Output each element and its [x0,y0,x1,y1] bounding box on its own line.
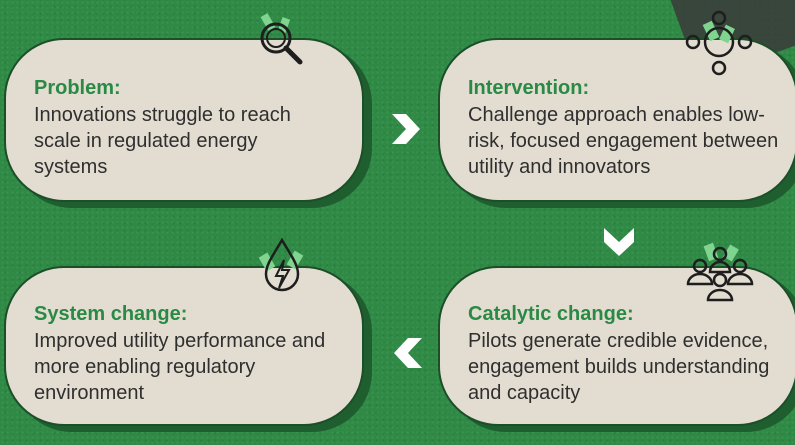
problem-title: Problem: [34,77,121,99]
catalytic-change-title: Catalytic change: [468,303,634,325]
system-change-card: System change: Improved utility performa… [4,266,364,426]
people-group-icon [686,242,754,302]
meeting-table-icon [685,10,753,76]
energy-drop-icon [258,237,304,292]
system-change-text: Improved utility performance and more en… [34,330,326,404]
chevron-right-icon [392,114,420,144]
catalytic-change-text: Pilots generate credible evidence, engag… [468,330,770,404]
system-change-title: System change: [34,303,188,325]
intervention-text: Challenge approach enables low-risk, foc… [468,104,779,178]
chevron-down-icon [604,228,634,256]
intervention-title: Intervention: [468,77,590,99]
problem-card: Problem: Innovations struggle to reach s… [4,38,364,202]
magnifier-icon [260,13,303,65]
problem-text: Innovations struggle to reach scale in r… [34,104,291,178]
chevron-left-icon [394,338,422,368]
intervention-card: Intervention: Challenge approach enables… [438,38,795,202]
catalytic-change-card: Catalytic change: Pilots generate credib… [438,266,795,426]
